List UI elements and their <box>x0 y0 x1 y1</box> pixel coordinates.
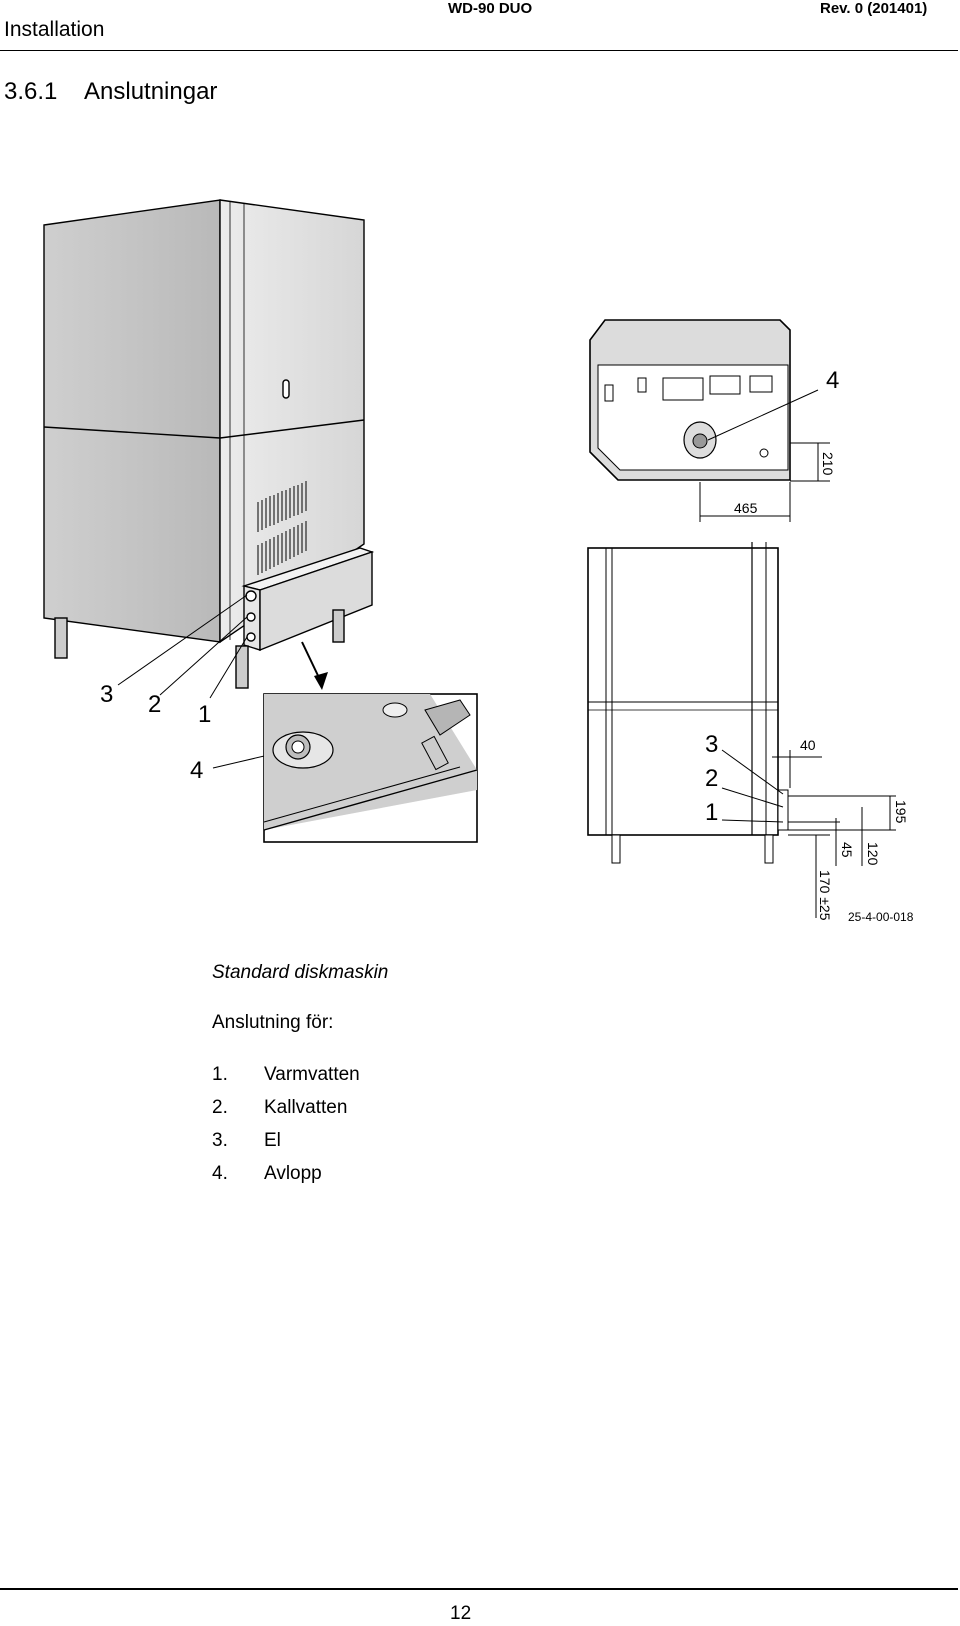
vent-grille <box>257 481 307 575</box>
callout-1-isometric: 1 <box>198 701 211 728</box>
header-rule <box>0 50 958 51</box>
list-item: 2. Kallvatten <box>212 1096 360 1129</box>
dim-45: 45 <box>839 842 855 858</box>
dim-120: 120 <box>865 842 881 866</box>
figure-caption: Standard diskmaskin <box>212 962 389 983</box>
dim-210: 210 <box>820 452 836 476</box>
footer-rule <box>0 1588 958 1590</box>
dim-465: 465 <box>734 500 758 516</box>
machine-side-view <box>587 542 789 864</box>
header-model: WD-90 DUO <box>448 0 533 17</box>
callout-1-side: 1 <box>705 799 718 826</box>
figure-reference-code: 25-4-00-018 <box>848 910 914 924</box>
list-item-number: 1. <box>212 1064 228 1085</box>
section-heading: 3.6.1 Anslutningar <box>4 78 217 106</box>
callout-leaders-isometric <box>117 594 291 769</box>
list-item: 3. El <box>212 1129 360 1162</box>
drain-detail-view <box>263 693 478 843</box>
list-item-label: Kallvatten <box>264 1097 348 1118</box>
list-item: 4. Avlopp <box>212 1162 360 1195</box>
dim-170: 170 ±25 <box>817 870 833 921</box>
list-item-number: 2. <box>212 1097 228 1118</box>
callout-leader-top <box>707 389 819 441</box>
list-item-label: El <box>264 1130 281 1151</box>
top-view-dimensions <box>699 442 830 522</box>
list-item-label: Avlopp <box>264 1163 322 1184</box>
callout-3-side: 3 <box>705 731 718 758</box>
header-revision: Rev. 0 (201401) <box>820 0 928 17</box>
callout-4-isometric: 4 <box>190 757 203 784</box>
detail-arrowhead <box>314 672 328 690</box>
callout-3-isometric: 3 <box>100 681 113 708</box>
callout-4-top: 4 <box>826 367 839 394</box>
list-item-number: 4. <box>212 1163 228 1184</box>
header-section: Installation <box>4 18 105 41</box>
connection-intro: Anslutning för: <box>212 1012 334 1033</box>
section-title: Anslutningar <box>84 78 218 105</box>
callout-2-isometric: 2 <box>148 691 161 718</box>
page-number: 12 <box>450 1603 472 1624</box>
connection-figure: 3 2 1 4 4 210 465 <box>43 199 914 924</box>
machine-top-view <box>589 319 791 481</box>
machine-isometric-view <box>43 199 375 689</box>
section-number: 3.6.1 <box>4 78 58 105</box>
list-item: 1. Varmvatten <box>212 1063 360 1096</box>
connection-list: 1. Varmvatten 2. Kallvatten 3. El 4. Avlopp <box>212 1063 360 1195</box>
callout-2-side: 2 <box>705 765 718 792</box>
side-view-dimensions <box>772 750 896 918</box>
callout-leaders-side <box>721 749 784 823</box>
list-item-number: 3. <box>212 1130 228 1151</box>
dim-195: 195 <box>893 800 909 824</box>
list-item-label: Varmvatten <box>264 1064 360 1085</box>
dim-40: 40 <box>800 737 816 753</box>
